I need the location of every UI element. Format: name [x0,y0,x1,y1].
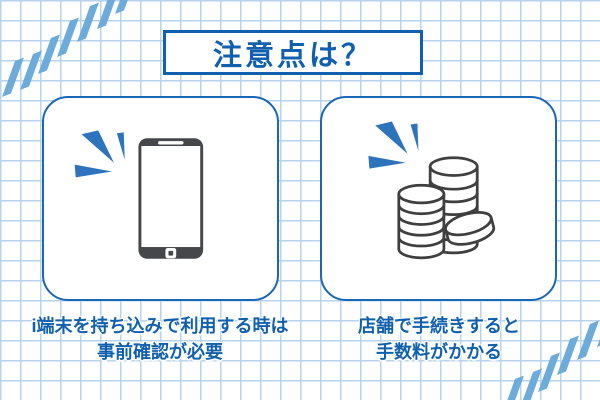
top-left-stripes [2,0,137,97]
card-store-fee [320,96,557,301]
caption-store-fee: 店舗で手続きすると 手数料がかかる [299,313,579,365]
smartphone-illustration [74,130,204,259]
card-bring-own-device [42,96,279,301]
smartphone-icon [138,138,204,259]
caption-bring-own-device: i端末を持ち込みで利用する時は 事前確認が必要 [20,313,300,365]
coins-icon [397,156,496,260]
caption-line: i端末を持ち込みで利用する時は [31,316,289,336]
caption-line: 手数料がかかる [376,342,502,362]
coins-illustration [368,121,496,260]
emphasis-burst-icon [74,130,125,178]
page-title: 注意点は？ [212,39,373,72]
title-box: 注意点は？ [163,30,423,75]
emphasis-burst-icon [368,121,419,169]
caption-line: 店舗で手続きすると [358,316,520,336]
caption-line: 事前確認が必要 [97,342,223,362]
